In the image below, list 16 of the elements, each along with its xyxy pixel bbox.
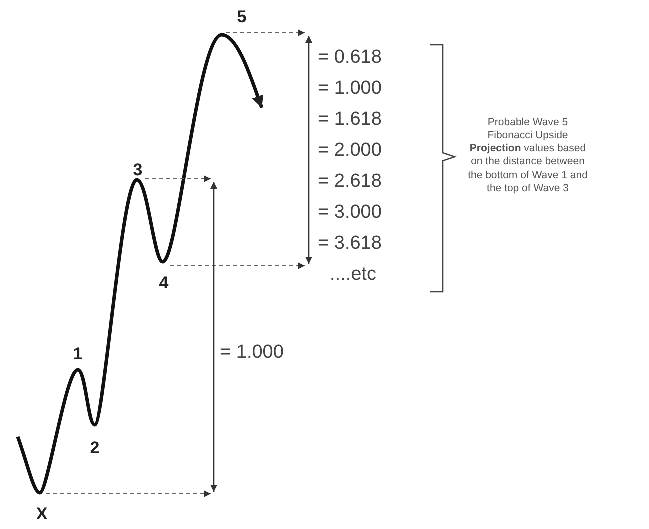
ratio-value: = 3.618	[318, 234, 382, 253]
ratio-value: = 3.000	[318, 203, 382, 222]
wave-label: 4	[159, 274, 169, 292]
wave-label: 1	[73, 346, 83, 362]
wave-label: 5	[237, 8, 247, 26]
ratio-value: = 1.000	[220, 343, 284, 362]
ratio-value: = 0.618	[318, 48, 382, 67]
wave-label: 2	[90, 440, 100, 456]
ratio-value: = 1.618	[318, 110, 382, 129]
wave-label: 3	[133, 162, 143, 178]
ratio-value: = 2.618	[318, 172, 382, 191]
ratio-value: = 2.000	[318, 141, 382, 160]
wave-label: X	[36, 506, 48, 522]
note-text: Probable Wave 5 Fibonacci Upside Projection values based on the distance between the bottom of Wave 1 and the top of Wave 3	[467, 116, 589, 196]
etc-label: ....etc	[330, 265, 376, 284]
ratio-value: = 1.000	[318, 79, 382, 98]
